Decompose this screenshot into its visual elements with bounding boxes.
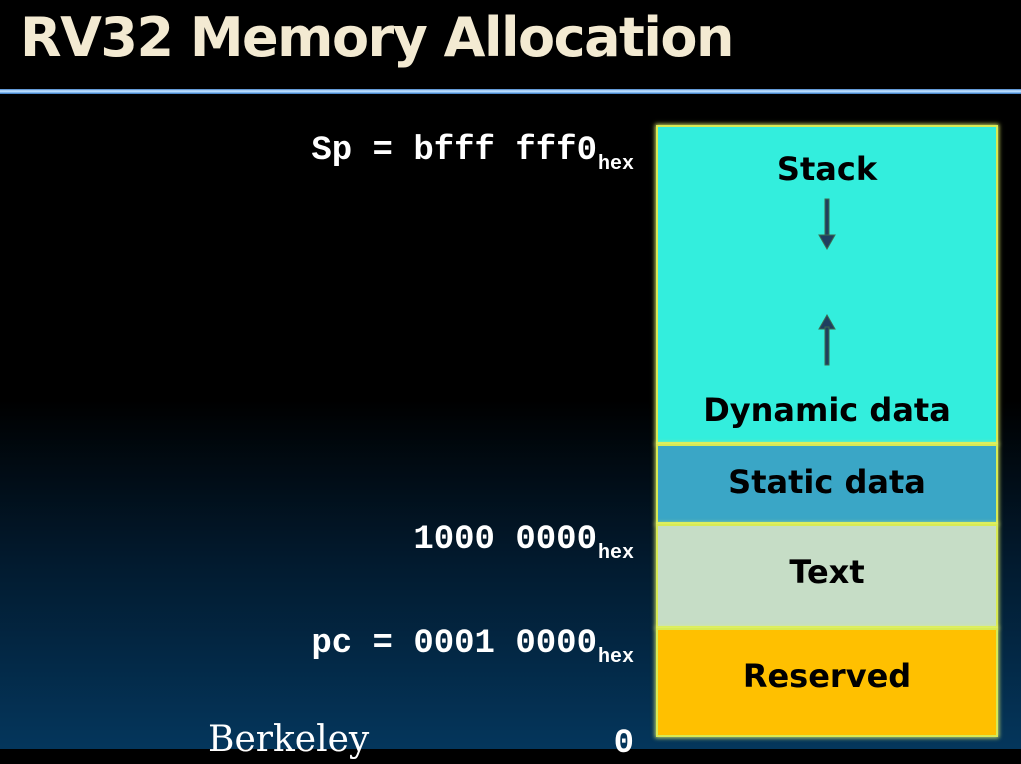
static-data-hex-subscript: hex bbox=[597, 542, 634, 565]
pc-hex-subscript: hex bbox=[597, 646, 634, 669]
zero-address-label: 0 bbox=[613, 725, 634, 763]
reserved-label: Reserved bbox=[742, 657, 912, 695]
sp-prefix: Sp = bbox=[311, 132, 414, 170]
static-data-segment: Static data bbox=[656, 444, 998, 524]
static-data-label: Static data bbox=[728, 463, 926, 501]
sp-address-label: Sp = bfff fff0hex bbox=[311, 131, 634, 176]
pc-value: 0001 0000 bbox=[413, 625, 597, 663]
title-bar: RV32 Memory Allocation bbox=[0, 0, 1021, 88]
pc-prefix: pc = bbox=[311, 625, 414, 663]
sp-value: bfff fff0 bbox=[413, 132, 597, 170]
memory-map: Stack Dynamic data Static data Text Rese… bbox=[656, 125, 998, 737]
arrow-up-icon bbox=[818, 313, 836, 366]
static-data-address-value: 1000 0000 bbox=[413, 521, 597, 559]
stack-segment: Stack Dynamic data bbox=[656, 125, 998, 444]
text-label: Text bbox=[789, 553, 865, 591]
arrow-down-icon bbox=[818, 198, 836, 251]
sp-hex-subscript: hex bbox=[597, 153, 634, 176]
stack-label: Stack bbox=[776, 150, 878, 188]
pc-address-label: pc = 0001 0000hex bbox=[311, 624, 634, 669]
dynamic-data-label: Dynamic data bbox=[703, 391, 951, 429]
slide-title: RV32 Memory Allocation bbox=[20, 6, 734, 69]
text-segment: Text bbox=[656, 524, 998, 628]
title-divider bbox=[0, 89, 1021, 94]
static-data-address-label: 1000 0000hex bbox=[413, 520, 634, 565]
berkeley-logo: Berkeley bbox=[208, 719, 370, 760]
reserved-segment: Reserved bbox=[656, 628, 998, 737]
